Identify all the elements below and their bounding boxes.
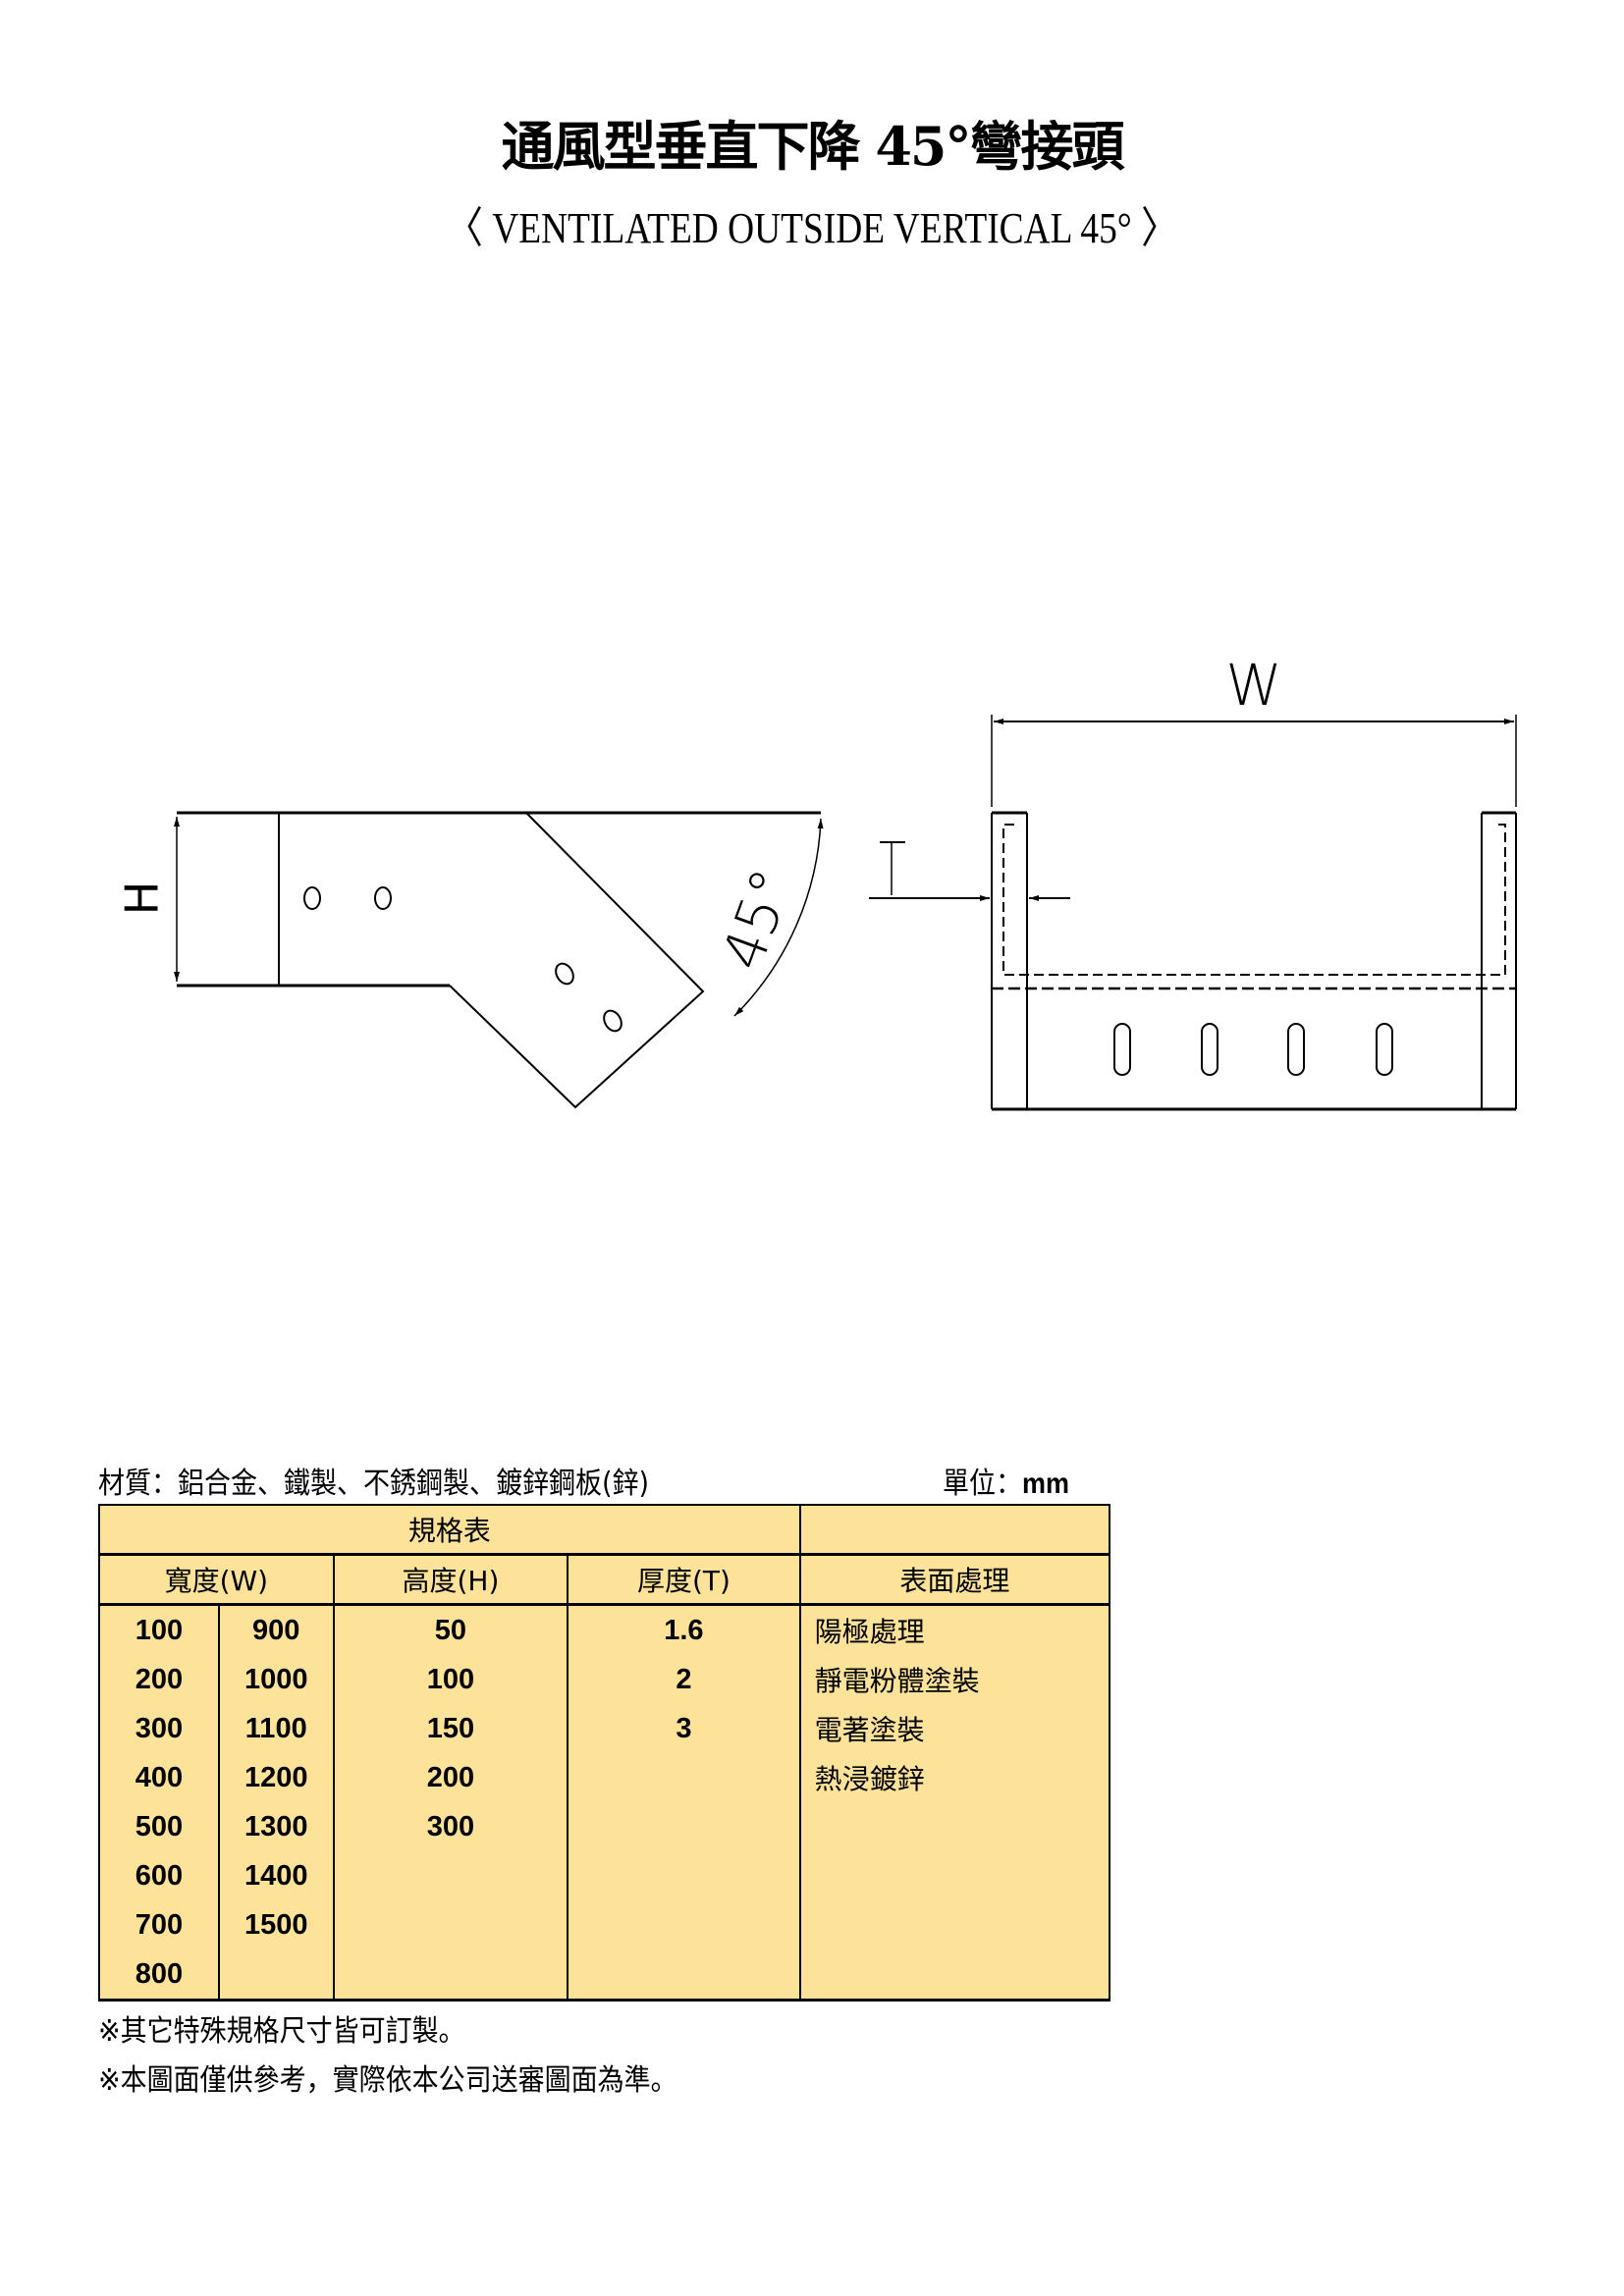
w-label: W [1225,652,1281,719]
surface-cell [798,1900,1111,1949]
surface-cell: 陽極處理 [798,1604,1111,1655]
technical-drawing: H 45° W T [116,652,1517,1111]
width-max-cell: 900 [217,1604,335,1655]
height-cell: 200 [332,1753,569,1802]
width-max-cell: 1500 [217,1900,335,1949]
surface-cell [798,1802,1111,1851]
note-reference: ※本圖面僅供參考，實際依本公司送審圖面為準。 [98,2063,677,2098]
empty-header-cell [798,1504,1111,1556]
angle-arc [733,818,824,1017]
header-thickness: 厚度(T) [567,1553,801,1606]
width-min-cell: 400 [98,1753,220,1802]
width-min-cell: 800 [98,1949,220,2002]
width-min-cell: 200 [98,1655,220,1704]
width-min-cell: 600 [98,1851,220,1900]
material-label: 材質：鋁合金、鐵製、不銹鋼製、鍍鋅鋼板(鋅) [98,1467,650,1501]
thickness-cell: 1.6 [567,1604,801,1655]
width-max-cell: 1100 [217,1704,335,1753]
thickness-cell: 3 [567,1704,801,1753]
height-cell: 50 [332,1604,569,1655]
front-view [869,715,1517,1111]
unit-prefix: 單位： [943,1467,1022,1501]
height-cell [332,1851,569,1900]
table-caption: 規格表 [98,1504,801,1556]
surface-cell [798,1851,1111,1900]
width-min-cell: 500 [98,1802,220,1851]
unit-value: mm [1022,1468,1070,1500]
unit-label: 單位：mm [943,1459,1069,1502]
page-title: 通風型垂直下降 45°彎接頭 [501,115,1125,178]
width-max-cell [217,1949,335,2002]
height-cell: 300 [332,1802,569,1851]
header-width: 寬度(W) [98,1553,335,1606]
width-min-cell: 100 [98,1604,220,1655]
width-max-cell: 1400 [217,1851,335,1900]
note-custom: ※其它特殊規格尺寸皆可訂製。 [98,2014,465,2049]
thickness-cell [567,1949,801,2002]
width-min-cell: 700 [98,1900,220,1949]
angle-label: 45° [709,861,806,979]
header-height: 高度(H) [332,1553,569,1606]
width-max-cell: 1000 [217,1655,335,1704]
thickness-cell [567,1900,801,1949]
surface-cell: 電著塗裝 [798,1704,1111,1753]
thickness-cell [567,1802,801,1851]
height-cell [332,1900,569,1949]
surface-cell: 靜電粉體塗裝 [798,1655,1111,1704]
surface-cell: 熱浸鍍鋅 [798,1753,1111,1802]
h-label: H [116,881,169,916]
width-max-cell: 1300 [217,1802,335,1851]
surface-cell [798,1949,1111,2002]
table-row: 800 [98,1949,1111,2002]
width-min-cell: 300 [98,1704,220,1753]
width-max-cell: 1200 [217,1753,335,1802]
height-cell [332,1949,569,2002]
height-cell: 150 [332,1704,569,1753]
thickness-cell [567,1851,801,1900]
side-view [174,811,824,1109]
header-surface: 表面處理 [798,1553,1111,1606]
height-cell: 100 [332,1655,569,1704]
thickness-cell [567,1753,801,1802]
page-subtitle: 〈 VENTILATED OUTSIDE VERTICAL 45° 〉 [446,204,1178,252]
thickness-cell: 2 [567,1655,801,1704]
